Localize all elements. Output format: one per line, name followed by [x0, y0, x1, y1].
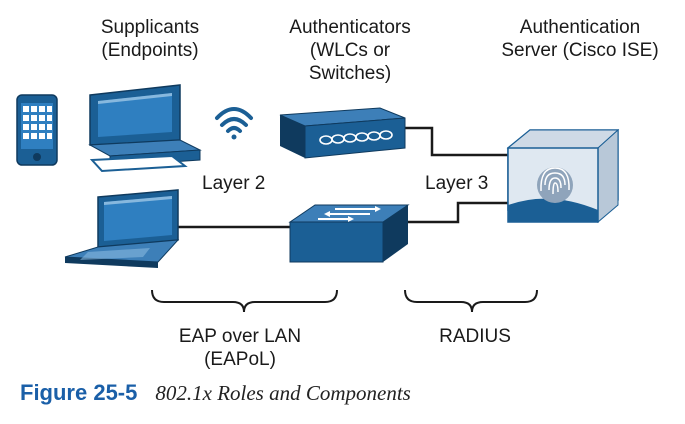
smartphone-icon	[16, 94, 58, 166]
switch-icon	[288, 204, 410, 263]
laptop-icon	[64, 189, 180, 268]
eapol-bracket	[151, 289, 338, 313]
connection-lines	[178, 126, 508, 229]
authentication-server-label: Authentication Server (Cisco ISE)	[501, 17, 659, 61]
figure-title: 802.1x Roles and Components	[155, 381, 411, 405]
figure-caption: Figure 25-5 802.1x Roles and Components	[20, 380, 411, 406]
ise-server-icon	[506, 128, 620, 224]
radius-label: RADIUS	[439, 326, 511, 347]
switch-to-ise-line	[405, 201, 508, 224]
layer3-label: Layer 3	[425, 173, 489, 194]
eapol-label: EAP over LAN (EAPoL)	[178, 326, 302, 370]
radius-bracket	[404, 289, 538, 313]
desktop-computer-icon	[88, 84, 202, 173]
wireless-controller-icon	[279, 107, 406, 159]
layer2-label: Layer 2	[202, 173, 266, 194]
wlc-to-ise-line	[405, 126, 508, 157]
figure-number: Figure 25-5	[20, 380, 138, 405]
wifi-icon	[215, 107, 253, 140]
authenticators-label: Authenticators (WLCs or Switches)	[289, 17, 411, 84]
supplicants-label: Supplicants (Endpoints)	[100, 17, 200, 61]
